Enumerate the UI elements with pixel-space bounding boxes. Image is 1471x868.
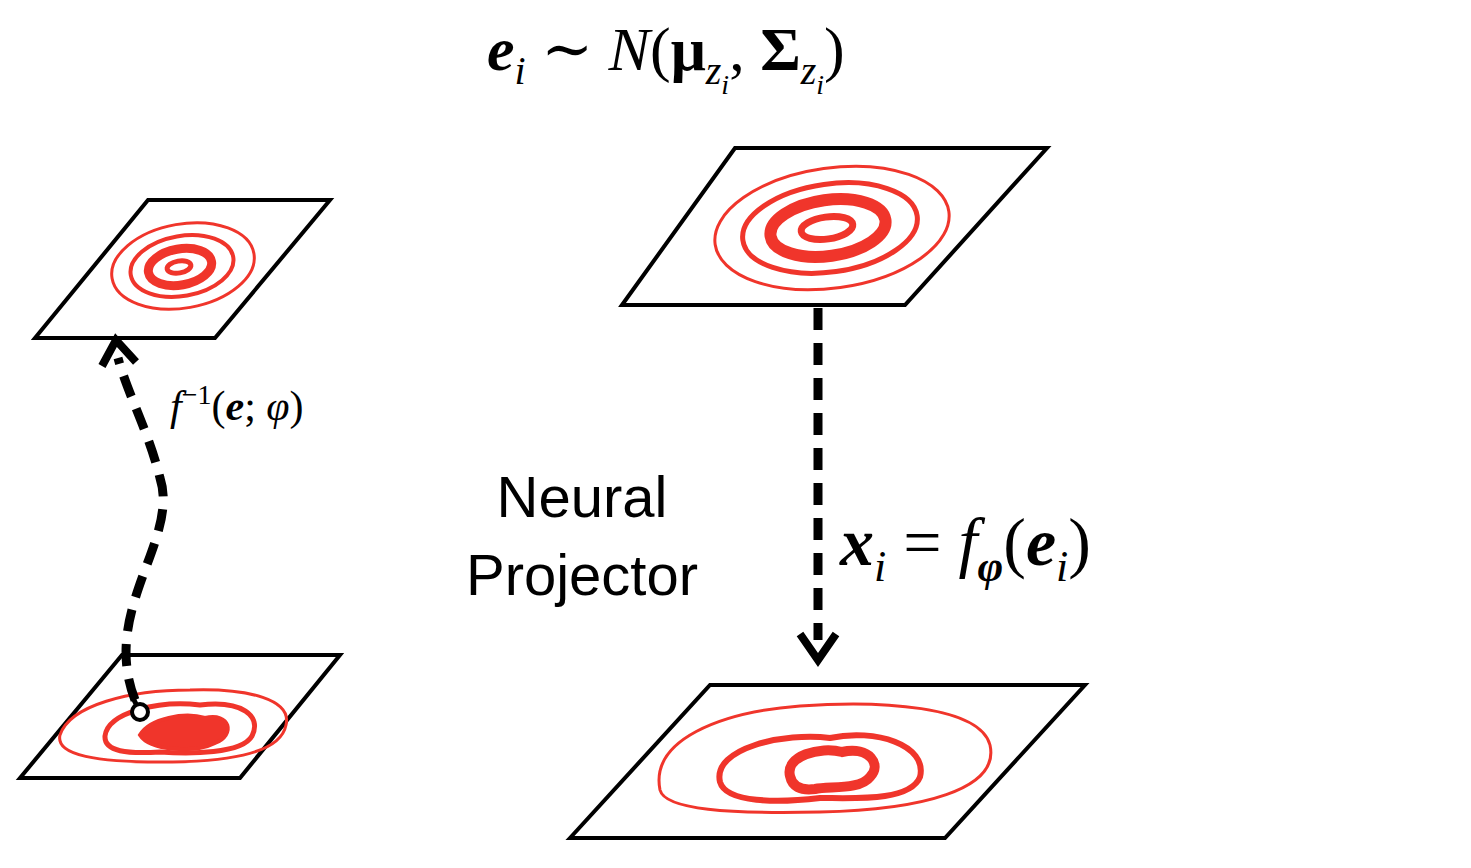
math-symbol: Σ: [760, 15, 801, 83]
math-symbol: ∼: [526, 15, 609, 83]
latent-plane: [35, 200, 330, 338]
math-symbol: ): [1068, 504, 1091, 580]
math-symbol: φ: [978, 542, 1004, 591]
math-symbol: ,: [729, 15, 760, 83]
gaussian-contours: [105, 152, 957, 320]
math-symbol: e: [225, 383, 244, 429]
math-symbol: i: [874, 542, 886, 591]
math-symbol: i: [515, 48, 526, 93]
math-symbol: x: [840, 504, 874, 580]
math-symbol: f: [170, 383, 182, 429]
math-symbol: ): [824, 15, 845, 83]
dashed-arrows: [102, 308, 836, 720]
math-symbol: φ: [266, 383, 289, 429]
math-symbol: (: [650, 15, 671, 83]
math-symbol: ;: [244, 383, 266, 429]
math-symbol: i: [721, 69, 729, 100]
component-label: Neural Projector: [466, 464, 698, 607]
math-symbol: −1: [182, 379, 212, 410]
data-plane: [570, 685, 1085, 838]
math-symbol: i: [816, 69, 824, 100]
projection-formula: xi = fφ(ei): [840, 508, 1091, 576]
math-symbol: z: [706, 48, 722, 93]
math-symbol: =: [886, 504, 958, 580]
inverse-label: f−1(e; φ): [170, 385, 304, 427]
data-plane: [20, 655, 340, 778]
math-symbol: e: [487, 15, 515, 83]
projector-label: Neural Projector: [412, 458, 752, 615]
latent-formula: ei ∼ N(μzi, Σzi): [487, 18, 845, 80]
projected-contours: [60, 690, 991, 813]
latent-plane: [622, 148, 1047, 305]
math-symbol: z: [801, 48, 817, 93]
math-symbol: e: [1026, 504, 1056, 580]
math-symbol: μ: [671, 15, 706, 83]
math-symbol: i: [1056, 542, 1068, 591]
math-symbol: (: [211, 383, 225, 429]
math-symbol: ): [290, 383, 304, 429]
math-symbol: (: [1003, 504, 1026, 580]
math-symbol: f: [959, 504, 978, 580]
math-symbol: N: [609, 15, 650, 83]
